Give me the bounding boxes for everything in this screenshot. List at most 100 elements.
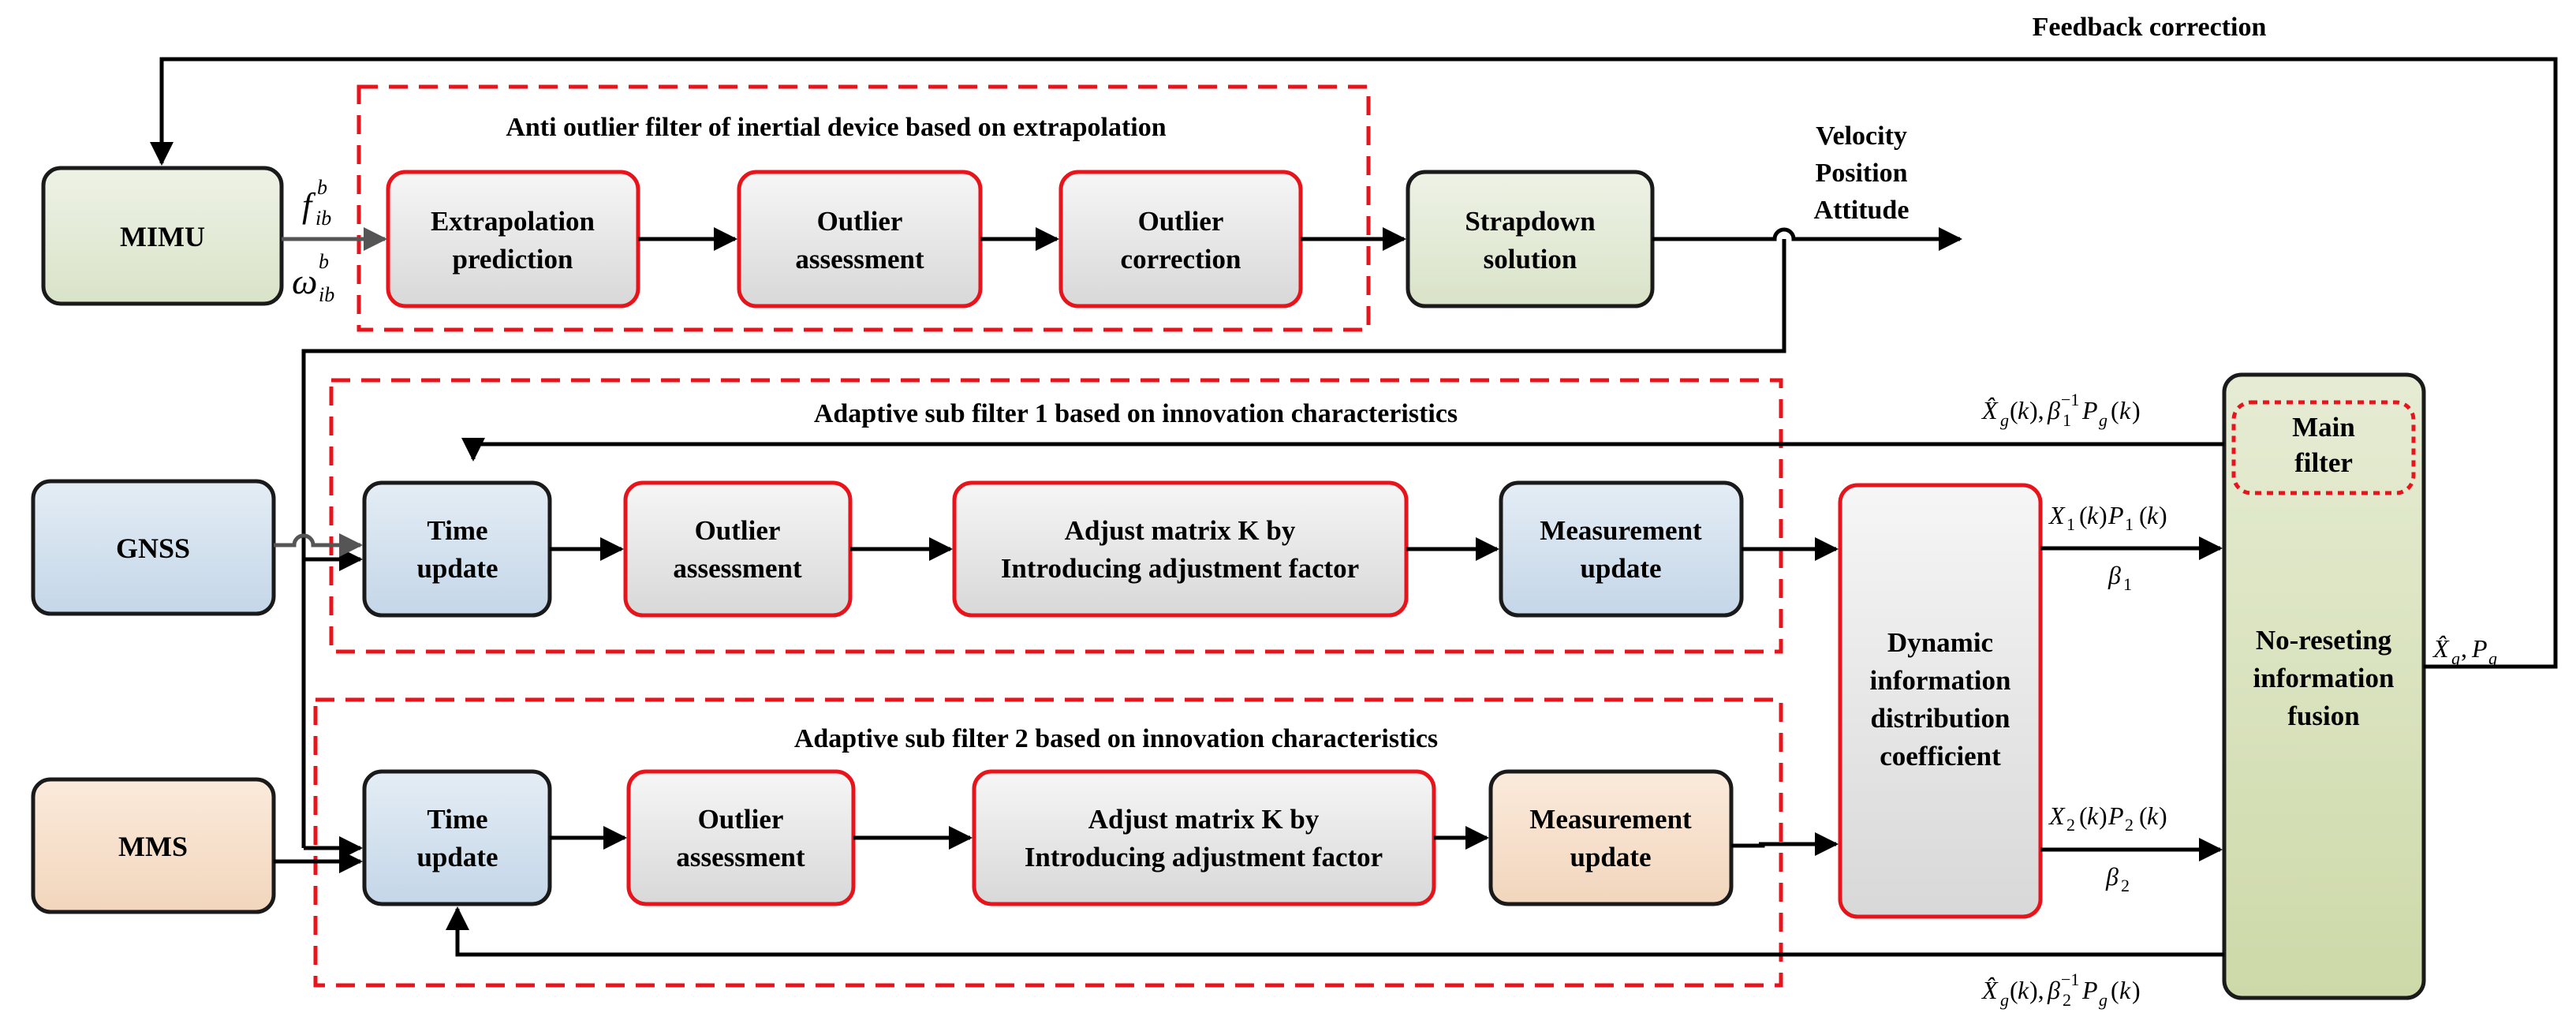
- svg-text:k: k: [2147, 501, 2159, 529]
- svg-text:P: P: [2081, 976, 2098, 1004]
- extrapolation-line-2: prediction: [453, 244, 573, 275]
- adjust-1-line-1: Adjust matrix K by: [1065, 515, 1296, 546]
- svg-text:): ): [2099, 501, 2107, 529]
- mms-label: MMS: [118, 831, 188, 862]
- extrapolation-prediction-block: Extrapolation prediction: [388, 172, 638, 306]
- svg-text:k: k: [2119, 976, 2131, 1004]
- svg-text:P: P: [2107, 501, 2124, 529]
- main-filter-line-1: Main: [2292, 412, 2355, 443]
- sub-filter-2-title: Adaptive sub filter 2 based on innovatio…: [794, 724, 1438, 753]
- svg-text:X: X: [2048, 801, 2066, 830]
- svg-text:g: g: [2451, 648, 2460, 668]
- time-update-1-line-1: Time: [427, 515, 487, 546]
- svg-text:β: β: [2047, 396, 2060, 424]
- measurement-update-1-block: Measurement update: [1501, 483, 1742, 615]
- svg-text:(: (: [2111, 396, 2119, 424]
- svg-text:−1: −1: [2061, 970, 2079, 989]
- mms-block: MMS: [33, 779, 274, 912]
- time-update-2-block: Time update: [364, 772, 550, 904]
- svg-text:f: f: [302, 186, 316, 225]
- anti-outlier-title: Anti outlier filter of inertial device b…: [506, 113, 1166, 142]
- outlier-assessment-top-line-1: Outlier: [817, 206, 903, 237]
- svg-text:g: g: [2099, 410, 2107, 430]
- measurement-1-line-1: Measurement: [1540, 515, 1702, 546]
- f-ib-b-symbol: f ib b: [302, 176, 331, 230]
- adjust-2-line-2: Introducing adjustment factor: [1025, 842, 1383, 872]
- strapdown-line-2: solution: [1484, 244, 1577, 275]
- outlier-correction-line-2: correction: [1121, 244, 1241, 275]
- svg-text:),: ),: [2029, 976, 2044, 1004]
- time-update-2-line-1: Time: [427, 804, 487, 835]
- svg-text:): ): [2159, 801, 2167, 830]
- svg-text:2: 2: [2066, 815, 2075, 835]
- adjust-1-line-2: Introducing adjustment factor: [1001, 553, 1359, 584]
- measurement-2-line-2: update: [1570, 842, 1651, 872]
- outlier-assessment-top-block: Outlier assessment: [739, 172, 980, 306]
- fusion-line-3: fusion: [2287, 701, 2359, 731]
- time-update-2-line-2: update: [416, 842, 498, 872]
- svg-text:k: k: [2087, 501, 2099, 529]
- svg-text:2: 2: [2121, 876, 2130, 895]
- svg-text:g: g: [2000, 410, 2009, 430]
- fusion-line-2: information: [2253, 663, 2395, 693]
- outlier-correction-block: Outlier correction: [1061, 172, 1301, 306]
- outlier-assessment-1-line-2: assessment: [673, 553, 802, 584]
- output-velocity: Velocity: [1816, 121, 1907, 151]
- svg-text:2: 2: [2063, 990, 2071, 1010]
- sub-filter-1-title: Adaptive sub filter 1 based on innovatio…: [814, 399, 1458, 428]
- svg-text:X̂: X̂: [2432, 634, 2450, 663]
- svg-text:1: 1: [2125, 514, 2134, 534]
- gnss-label: GNSS: [116, 532, 190, 564]
- svg-text:),: ),: [2029, 396, 2044, 424]
- mimu-label: MIMU: [120, 221, 205, 252]
- extrapolation-line-1: Extrapolation: [431, 206, 595, 237]
- svg-text:k: k: [2087, 801, 2099, 830]
- svg-text:β: β: [2107, 561, 2121, 589]
- outlier-assessment-2-line-1: Outlier: [698, 804, 784, 835]
- outlier-assessment-top-line-2: assessment: [795, 244, 924, 275]
- outlier-assessment-2-block: Outlier assessment: [629, 772, 853, 904]
- xg-pg-formula: X̂ g , P g: [2432, 634, 2497, 668]
- svg-text:k: k: [2147, 801, 2159, 830]
- outlier-correction-line-1: Outlier: [1138, 206, 1224, 237]
- svg-text:−1: −1: [2061, 390, 2079, 409]
- strapdown-solution-block: Strapdown solution: [1408, 172, 1652, 306]
- fusion-line-1: No-reseting: [2256, 625, 2392, 656]
- svg-text:X̂: X̂: [1981, 976, 1999, 1004]
- strapdown-line-1: Strapdown: [1465, 206, 1595, 237]
- svg-text:): ): [2159, 501, 2167, 529]
- time-update-1-block: Time update: [364, 483, 550, 615]
- dynamic-line-1: Dynamic: [1887, 627, 1993, 658]
- svg-text:b: b: [319, 250, 329, 273]
- svg-text:ib: ib: [319, 283, 334, 306]
- feedback-1-formula: X̂ g ( k ), β 1 −1 P g ( k ): [1981, 390, 2141, 430]
- omega-ib-b-symbol: ω ib b: [292, 250, 334, 306]
- output-position: Position: [1815, 159, 1907, 188]
- mimu-block: MIMU: [43, 168, 282, 304]
- x2-p2-formula: X 2 ( k ) P 2 ( k ): [2048, 801, 2167, 835]
- svg-text:k: k: [2119, 396, 2131, 424]
- svg-text:X̂: X̂: [1981, 396, 1999, 424]
- svg-text:(: (: [2111, 976, 2119, 1004]
- dynamic-line-3: distribution: [1871, 703, 2010, 734]
- svg-text:P: P: [2471, 634, 2488, 663]
- svg-text:k: k: [2018, 396, 2029, 424]
- feedback-2-formula: X̂ g ( k ), β 2 −1 P g ( k ): [1981, 970, 2141, 1010]
- outlier-assessment-2-line-2: assessment: [676, 842, 805, 872]
- adjust-2-line-1: Adjust matrix K by: [1088, 804, 1320, 835]
- svg-text:1: 1: [2063, 410, 2071, 430]
- outlier-assessment-1-line-1: Outlier: [695, 515, 781, 546]
- dynamic-line-4: coefficient: [1880, 741, 2001, 772]
- time-update-1-line-2: update: [416, 553, 498, 584]
- svg-text:,: ,: [2461, 634, 2467, 663]
- beta-1-symbol: β 1: [2107, 561, 2132, 594]
- svg-text:P: P: [2081, 396, 2098, 424]
- dynamic-coefficient-block: Dynamic information distribution coeffic…: [1840, 485, 2040, 917]
- svg-text:): ): [2132, 396, 2141, 424]
- svg-text:β: β: [2047, 976, 2060, 1004]
- svg-text:ib: ib: [315, 207, 331, 230]
- adjust-matrix-1-block: Adjust matrix K by Introducing adjustmen…: [954, 483, 1406, 615]
- output-attitude: Attitude: [1814, 196, 1910, 225]
- beta-2-symbol: β 2: [2105, 862, 2130, 895]
